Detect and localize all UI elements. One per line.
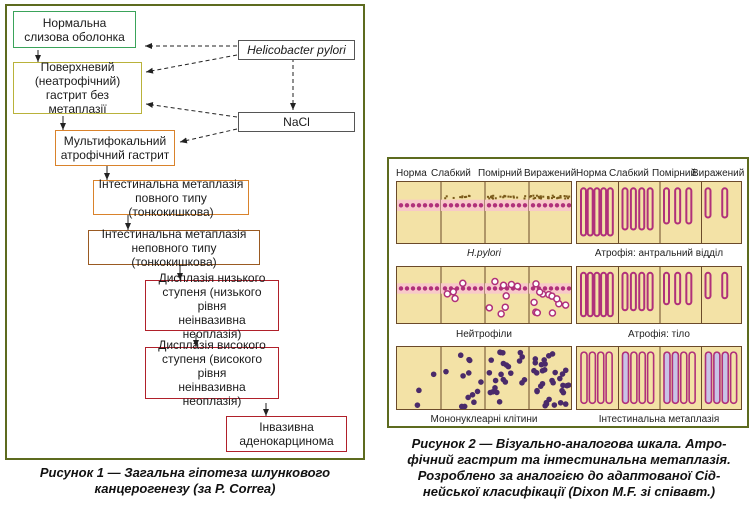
label-intestinal-metaplasia: Інтестинальна метаплазія (598, 414, 720, 425)
header-left-0: Норма (396, 168, 427, 179)
box-low-grade-dysplasia: Дисплазія низького ступеня (низького рів… (145, 271, 279, 341)
figure1-frame (5, 4, 365, 460)
panel-atrophy-body (576, 266, 742, 324)
figure1-caption: Рисунок 1 — Загальна гіпотеза шлункового… (39, 465, 331, 496)
header-right-2: Помірний (652, 168, 697, 179)
label-atrophy-antral: Атрофія: антральний відділ (594, 248, 724, 259)
panel-atrophy-antral (576, 181, 742, 244)
box-intestinal-incomplete: Інтестинальна метаплазія неповного типу … (88, 227, 260, 269)
box-multifocal-atrophic: Мультифокальний атрофічний гастрит (55, 130, 175, 166)
box-intestinal-complete: Інтестинальна метаплазія повного типу (т… (93, 177, 249, 219)
panel-intestinal-metaplasia (576, 346, 742, 410)
box-high-grade-dysplasia: Дисплазія високого ступеня (високого рів… (145, 338, 279, 408)
dash-hp-to-superficial (145, 54, 238, 74)
dash-nacl-to-superficial (145, 102, 238, 118)
header-left-3: Виражений (524, 168, 577, 179)
box-nacl: NaCl (238, 112, 355, 132)
panel-neutrophils (396, 266, 572, 324)
label-hpylori: H.pylori (467, 248, 501, 259)
header-right-3: Виражений (692, 168, 745, 179)
figure2-caption: Рисунок 2 — Візуально-аналогова шкала. А… (407, 436, 731, 499)
header-left-1: Слабкий (431, 168, 471, 179)
header-left-2: Помірний (478, 168, 523, 179)
header-right-1: Слабкий (609, 168, 649, 179)
box-normal-mucosa: Нормальна слизова оболонка (13, 11, 136, 48)
box-invasive-adenocarcinoma: Інвазивна аденокарцинома (226, 416, 347, 452)
box-helicobacter: Helicobacter pylori (238, 40, 355, 60)
figure1-arrows (35, 43, 296, 416)
panel-hpylori (396, 181, 572, 244)
box-superficial-gastritis: Поверхневий (неатрофічний) гастрит без м… (13, 60, 142, 116)
dash-nacl-to-multifocal (179, 128, 238, 144)
header-right-0: Норма (576, 168, 607, 179)
panel-mononuclear (396, 346, 572, 410)
label-mononuclear: Мононуклеарні клітини (430, 414, 538, 425)
label-neutrophils: Нейтрофіли (456, 329, 512, 340)
label-atrophy-body: Атрофія: тіло (628, 329, 690, 340)
